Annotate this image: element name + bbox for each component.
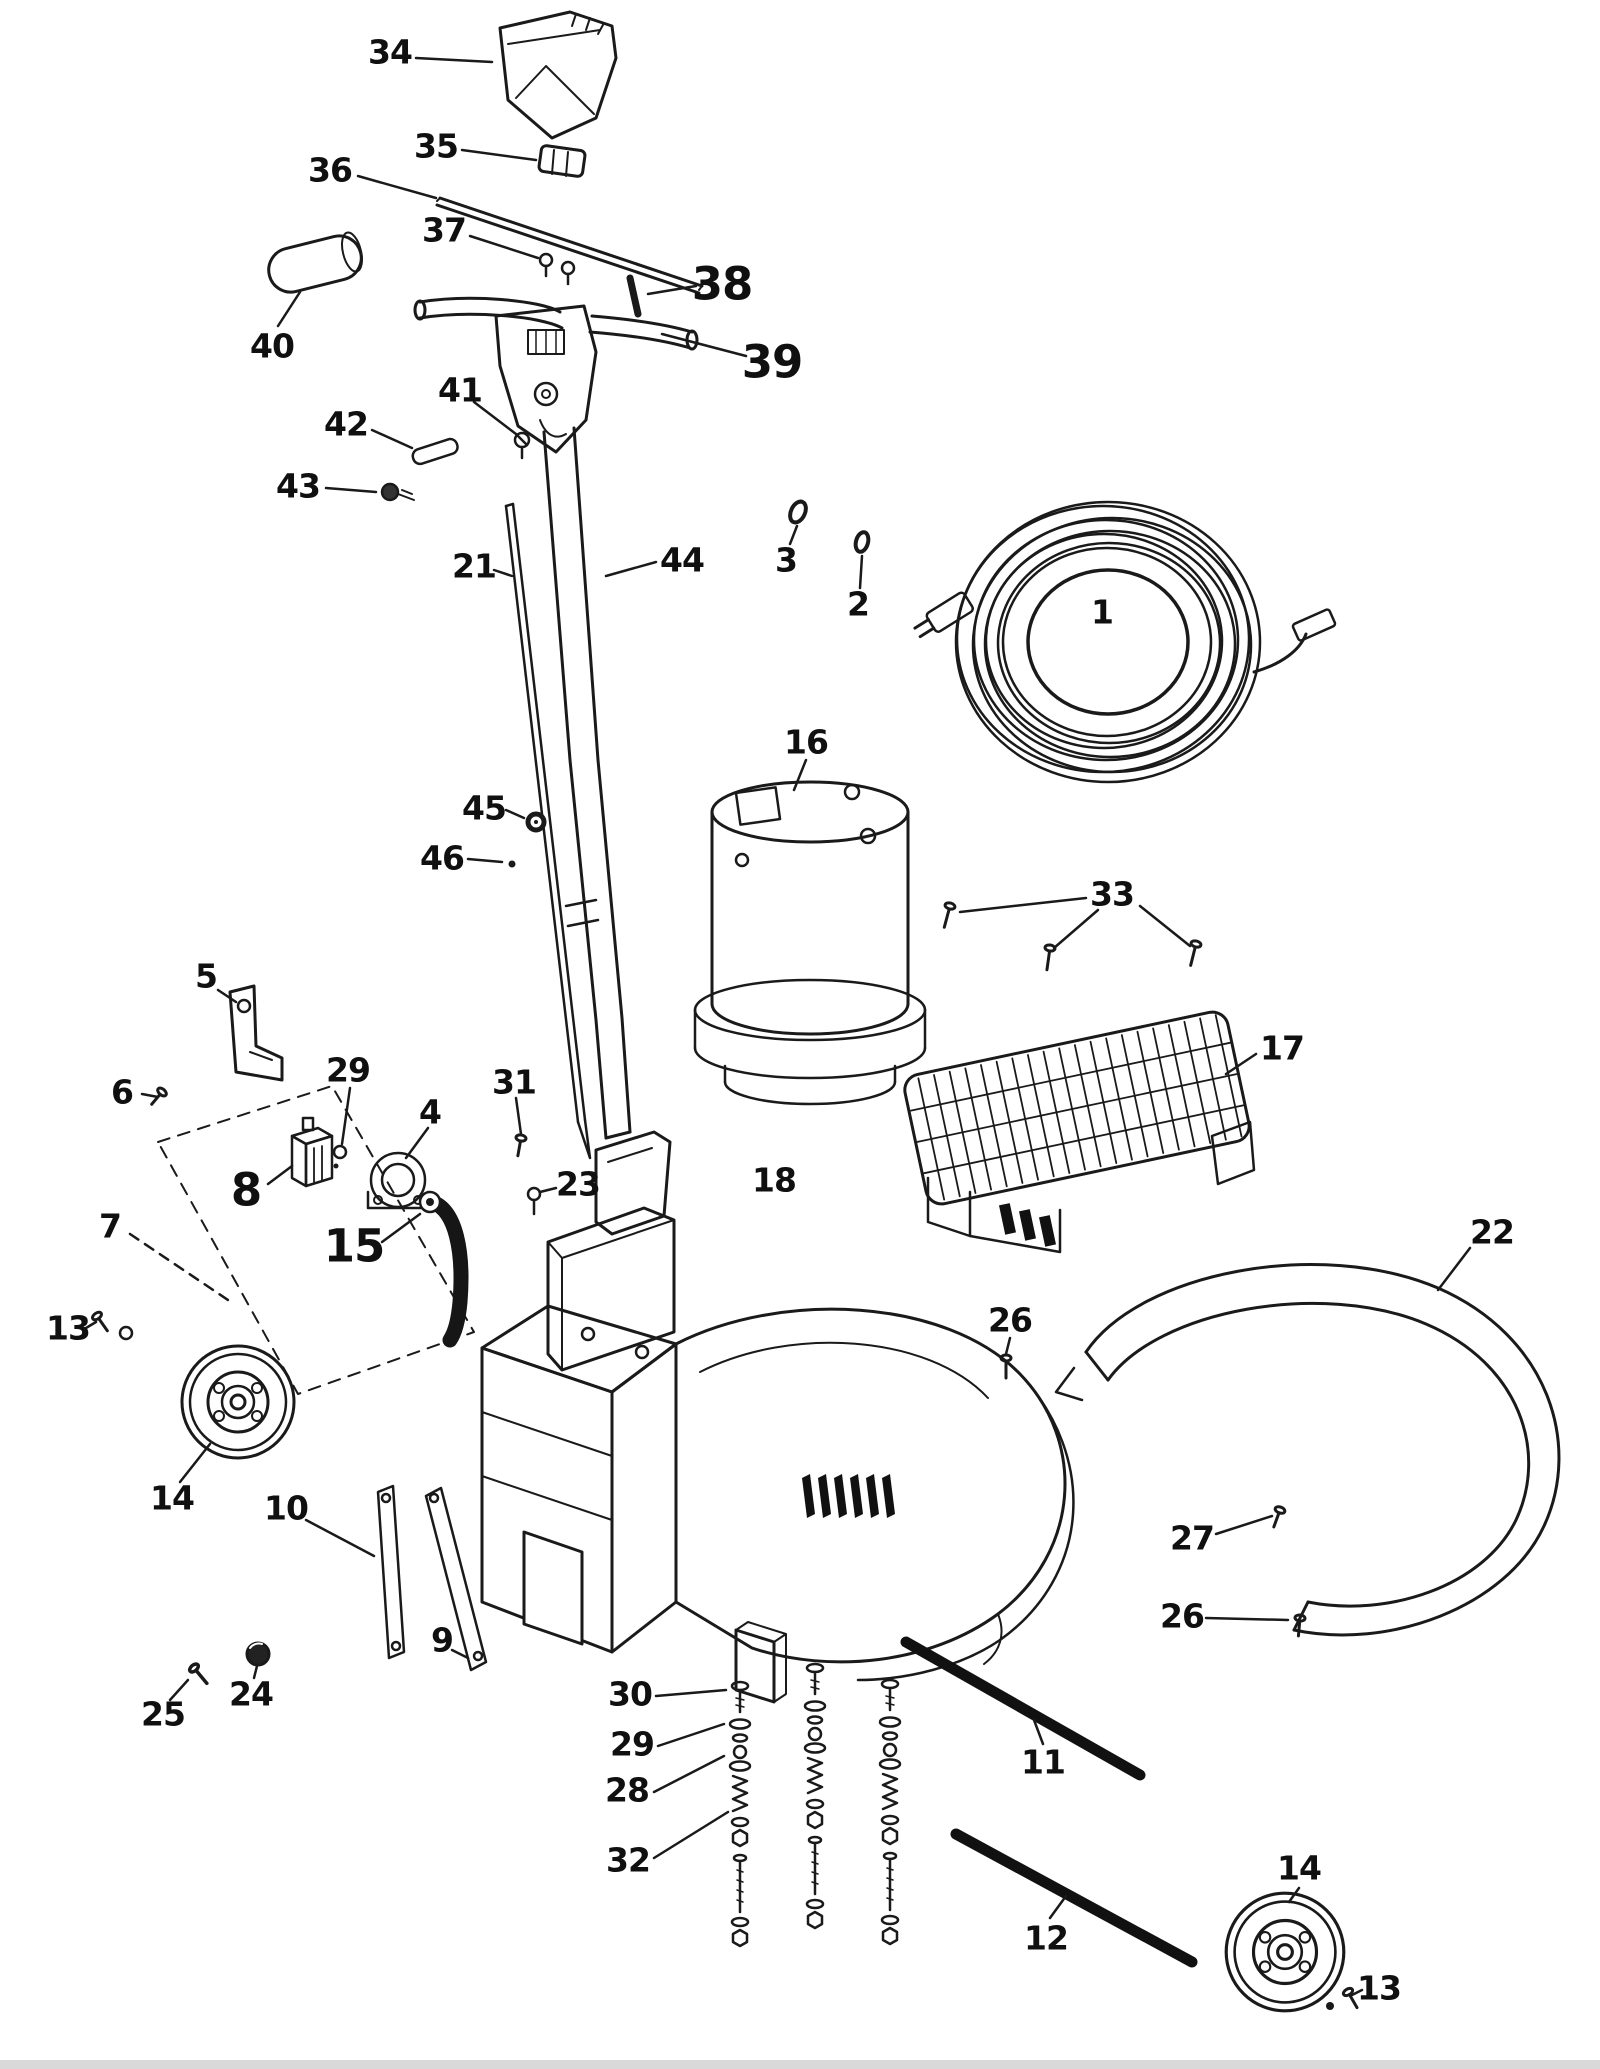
callout-30: 30 [608,1674,653,1714]
part-lever-15 [418,1190,469,1348]
callout-10: 10 [264,1488,309,1528]
callout-18: 18 [752,1160,797,1200]
callout-27: 27 [1170,1518,1215,1558]
callout-39: 39 [741,335,804,389]
part-oring-3 [788,499,808,525]
callout-5: 5 [195,956,218,996]
part-oring-2 [853,530,871,554]
callout-36: 36 [308,150,353,190]
callout-41: 41 [438,370,483,410]
part-screw-23 [526,1186,542,1216]
callout-22: 22 [1470,1212,1515,1252]
subassembly-dashed-box [157,1085,475,1395]
part-screw-27 [1272,1505,1287,1529]
callout-14: 14 [1277,1848,1322,1888]
callout-46: 46 [420,838,465,878]
part-grip-housing [498,10,618,140]
callout-17: 17 [1260,1028,1305,1068]
part-handle-tube [542,426,632,1140]
callout-40: 40 [250,326,295,366]
part-screw-41 [513,431,531,460]
callout-21: 21 [452,546,497,586]
callout-44: 44 [660,540,705,580]
part-rod-11 [900,1636,1146,1781]
deck-vents [802,1474,895,1518]
callout-7: 7 [99,1206,122,1246]
part-motor [693,780,927,1106]
part-nut-45 [525,811,547,833]
callout-38: 38 [691,257,754,311]
part-deck-housing [480,1130,1075,1704]
part-cable-clip [537,144,587,178]
part-bolt-43 [380,482,415,502]
callout-43: 43 [276,466,321,506]
callout-32: 32 [606,1840,651,1880]
callout-12: 12 [1024,1918,1069,1958]
leader-lines [84,56,1472,1997]
callout-37: 37 [422,210,467,250]
callout-4: 4 [419,1092,442,1132]
callout-28: 28 [605,1770,650,1810]
part-pin-38 [626,274,642,318]
callout-29: 29 [326,1050,371,1090]
callout-42: 42 [324,404,369,444]
callout-8: 8 [230,1163,262,1217]
part-bar-9 [424,1486,488,1672]
part-nut-24 [245,1641,271,1667]
callout-31: 31 [492,1062,537,1102]
callout-15: 15 [323,1219,386,1273]
part-screw-13-left [91,1310,134,1341]
part-spacer-42 [411,437,459,466]
part-screws-33 [942,901,1203,972]
callout-9: 9 [431,1620,454,1660]
callout-35: 35 [414,126,459,166]
callout-3: 3 [775,540,798,580]
part-screws-37 [538,252,576,286]
callout-13: 13 [46,1308,91,1348]
part-washer-29 [332,1144,348,1169]
part-pin-46 [508,860,516,868]
part-bracket-5 [228,984,284,1082]
callout-29: 29 [610,1724,655,1764]
callout-25: 25 [141,1694,186,1734]
part-pad-driver [903,1010,1256,1254]
part-bar-10 [376,1484,406,1660]
part-rod-12 [950,1828,1198,1968]
callout-13: 13 [1357,1968,1402,2008]
part-screw-13-right [1326,1986,1359,2010]
part-control-rod [435,196,704,295]
callout-16: 16 [784,722,829,762]
callout-14: 14 [150,1478,195,1518]
callout-2: 2 [847,584,870,624]
callout-33: 33 [1090,874,1135,914]
part-power-cord [913,500,1337,784]
part-screw-25 [187,1662,209,1686]
callout-6: 6 [111,1072,134,1112]
callout-34: 34 [368,32,413,72]
part-switch-8 [290,1116,334,1188]
part-hand-grip [267,231,363,294]
callout-23: 23 [556,1164,601,1204]
footer-divider [0,2060,1600,2069]
callout-26: 26 [1160,1596,1205,1636]
callout-26: 26 [988,1300,1033,1340]
callout-11: 11 [1021,1742,1066,1782]
callout-1: 1 [1091,592,1114,632]
part-screw-26-lower [1293,1613,1307,1638]
callout-45: 45 [462,788,507,828]
callout-24: 24 [229,1674,274,1714]
